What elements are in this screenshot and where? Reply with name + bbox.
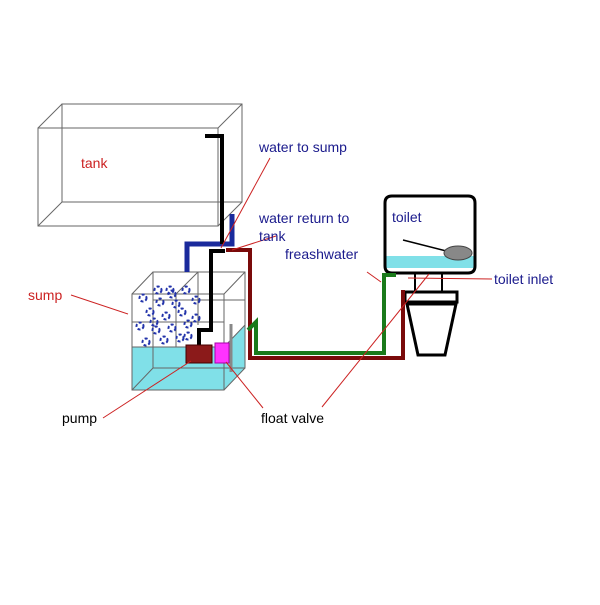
toilet-bowl <box>405 302 458 357</box>
bio-ball <box>159 335 169 345</box>
bio-ball <box>177 307 187 317</box>
label-water-to-sump: water to sump <box>258 139 347 155</box>
leader-water-return <box>231 235 277 251</box>
leader-toilet-inlet <box>407 277 493 280</box>
aquarium-tank <box>37 103 243 227</box>
label-toilet-inlet: toilet inlet <box>494 271 553 287</box>
bio-ball <box>175 333 185 343</box>
bio-ball <box>153 285 163 295</box>
label-water-return-line2: tank <box>259 228 286 244</box>
bio-ball <box>145 307 155 317</box>
bio-ball <box>161 311 171 321</box>
bio-ball <box>183 331 193 341</box>
bio-balls <box>135 285 201 347</box>
leader-float-valve <box>225 361 264 409</box>
bio-ball <box>155 297 165 307</box>
overflow-standpipe <box>205 134 224 244</box>
return-pipe-darkred <box>226 248 405 360</box>
bio-ball <box>149 317 159 327</box>
bio-ball <box>138 293 148 303</box>
bio-ball <box>141 337 151 347</box>
label-sump: sump <box>28 287 62 303</box>
leader-pump <box>102 360 192 419</box>
bio-ball <box>167 323 177 333</box>
toilet <box>383 194 477 357</box>
freshwater-pipe-green <box>246 273 396 355</box>
bio-ball <box>181 285 191 295</box>
bio-ball <box>151 325 161 335</box>
label-tank: tank <box>81 155 108 171</box>
bio-ball <box>165 285 175 295</box>
label-water-return-line1: water return to <box>258 210 349 226</box>
bio-ball <box>135 321 145 331</box>
label-float-valve: float valve <box>261 410 324 426</box>
bio-ball <box>191 313 201 323</box>
float-valve <box>214 342 230 364</box>
bio-ball <box>171 299 181 309</box>
leader-water-to-sump <box>220 157 271 249</box>
label-pump: pump <box>62 410 97 426</box>
leader-freshwater <box>366 271 382 283</box>
bio-ball <box>191 295 201 305</box>
drain-pipe-blue <box>184 214 235 272</box>
leader-freshwater-2 <box>321 273 430 408</box>
pump <box>185 344 213 364</box>
toilet-float-ball <box>443 245 473 261</box>
label-freshwater: freashwater <box>285 246 358 262</box>
bio-ball <box>183 319 193 329</box>
return-pipe-black <box>197 249 225 347</box>
label-toilet: toilet <box>392 209 422 225</box>
leader-sump <box>70 294 129 315</box>
